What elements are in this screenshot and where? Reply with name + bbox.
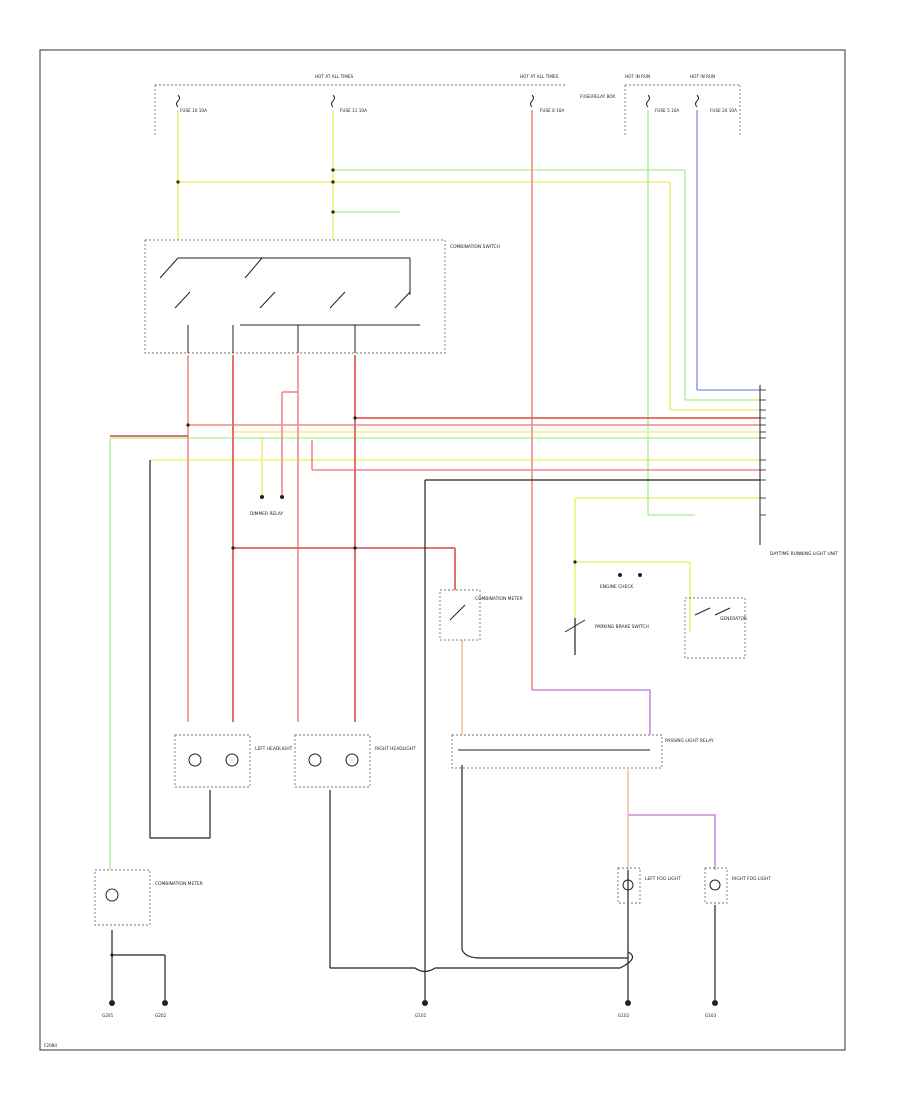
right-headlight: RIGHT HEADLIGHT bbox=[294, 734, 416, 788]
dimmer-relay: DIMMER RELAY bbox=[250, 495, 284, 517]
fuse-labels: HOT AT ALL TIMES FUSE 10 10A FUSE 11 10A… bbox=[180, 74, 737, 113]
daytime-running-light-unit: DAYTIME RUNNING LIGHT UNIT bbox=[759, 385, 838, 557]
fuse-1-sub: FUSE 10 10A bbox=[180, 108, 207, 113]
splice-dots bbox=[110, 168, 577, 957]
fuse-1-label: HOT AT ALL TIMES bbox=[315, 74, 354, 79]
fuse-box-outline bbox=[154, 84, 741, 135]
passing-light-relay: PASSING LIGHT RELAY bbox=[451, 734, 714, 769]
ground-4-label: G102 bbox=[618, 1013, 630, 1018]
fuse-glyphs bbox=[176, 94, 699, 108]
ground-2-label: G202 bbox=[155, 1013, 167, 1018]
left-fog-label: LEFT FOG LIGHT bbox=[645, 876, 681, 882]
left-headlight-label: LEFT HEADLIGHT bbox=[255, 746, 293, 752]
wires-red bbox=[187, 110, 760, 722]
wires-dark-red bbox=[110, 355, 760, 722]
combination-switch: COMBINATION SWITCH bbox=[144, 239, 500, 354]
combination-meter-lower-label: COMBINATION METER bbox=[155, 881, 203, 887]
wires-violet bbox=[532, 689, 716, 870]
grounds: G201 G202 G101 G102 G103 bbox=[102, 1000, 718, 1018]
ground-3-label: G101 bbox=[415, 1013, 427, 1018]
passing-relay-label: PASSING LIGHT RELAY bbox=[665, 738, 714, 744]
wires-blue bbox=[696, 110, 760, 391]
wires-green bbox=[109, 110, 760, 870]
diagram-code: F2084 bbox=[44, 1043, 57, 1048]
fuse-2-sub: FUSE 11 10A bbox=[340, 108, 367, 113]
combination-switch-label: COMBINATION SWITCH bbox=[450, 244, 500, 250]
generator: GENERATOR bbox=[684, 597, 747, 659]
combination-meter-switch: COMBINATION METER bbox=[439, 589, 523, 641]
right-headlight-label: RIGHT HEADLIGHT bbox=[375, 746, 416, 752]
fuse-box-note: FUSE/RELAY BOX bbox=[580, 94, 615, 99]
left-headlight: LEFT HEADLIGHT bbox=[174, 734, 293, 788]
wires-yellow bbox=[150, 110, 760, 632]
combination-meter-lower: COMBINATION METER bbox=[94, 869, 203, 926]
right-fog-light: RIGHT FOG LIGHT bbox=[704, 867, 771, 904]
fuse-5-sub: FUSE 24 10A bbox=[710, 108, 737, 113]
dimmer-relay-label: DIMMER RELAY bbox=[250, 511, 284, 517]
fuse-5-label: HOT IN RUN bbox=[690, 74, 715, 79]
wires-black bbox=[111, 460, 760, 1000]
ground-5-label: G103 bbox=[705, 1013, 717, 1018]
fuse-3-label: HOT AT ALL TIMES bbox=[520, 74, 559, 79]
wires-orange bbox=[461, 640, 629, 870]
fuse-4-sub: FUSE 5 10A bbox=[655, 108, 679, 113]
diagram-frame bbox=[39, 49, 846, 1051]
parking-brake-switch: ENGINE CHECK PARKING BRAKE SWITCH bbox=[564, 573, 649, 655]
parking-brake-label: PARKING BRAKE SWITCH bbox=[595, 624, 649, 630]
generator-label: GENERATOR bbox=[720, 616, 747, 622]
right-fog-label: RIGHT FOG LIGHT bbox=[732, 876, 771, 882]
ground-1-label: G201 bbox=[102, 1013, 114, 1018]
fuse-4-label: HOT IN RUN bbox=[625, 74, 650, 79]
fuse-3-sub: FUSE 8 10A bbox=[540, 108, 564, 113]
engine-check-label: ENGINE CHECK bbox=[600, 584, 633, 590]
drl-unit-label: DAYTIME RUNNING LIGHT UNIT bbox=[770, 551, 838, 557]
combination-meter-label: COMBINATION METER bbox=[475, 596, 523, 602]
left-fog-light: LEFT FOG LIGHT bbox=[617, 867, 681, 904]
